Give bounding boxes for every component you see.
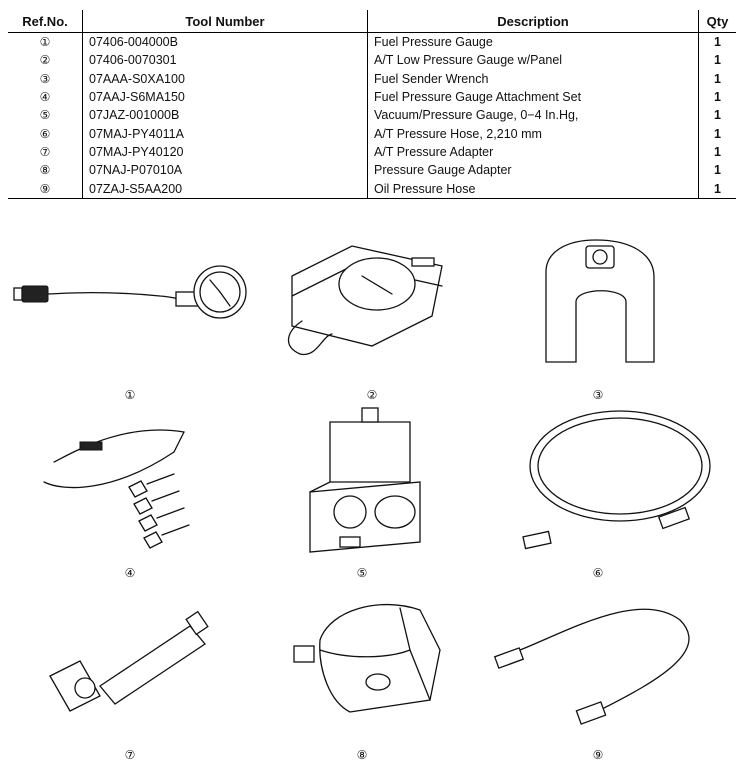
- qty-cell: 1: [698, 142, 736, 162]
- description-cell: Fuel Pressure Gauge: [367, 32, 699, 52]
- tool-number-cell: 07MAJ-PY4011A: [82, 124, 368, 143]
- header-description: Description: [367, 10, 699, 33]
- description-cell: A/T Low Pressure Gauge w/Panel: [367, 51, 699, 70]
- qty-cell: 1: [698, 87, 736, 107]
- qty-cell: 1: [698, 124, 736, 143]
- illustration-caption: ⑥: [592, 566, 604, 580]
- qty-cell: 1: [698, 161, 736, 180]
- tool-number-cell: 07AAJ-S6MA150: [82, 87, 368, 107]
- gauge-attachment-set-drawing: [43, 429, 190, 549]
- illustration-caption: ④: [124, 566, 136, 580]
- description-cell: Pressure Gauge Adapter: [367, 161, 699, 180]
- description-cell: Oil Pressure Hose: [367, 179, 699, 199]
- illustration-caption: ⑧: [356, 748, 368, 762]
- gauge-adapter-block-drawing: [293, 603, 441, 713]
- vacuum-gauge-case-drawing: [309, 407, 421, 553]
- pressure-hose-drawing: [522, 410, 711, 550]
- tool-number-cell: 07MAJ-PY40120: [82, 142, 368, 162]
- description-cell: Fuel Pressure Gauge Attachment Set: [367, 87, 699, 107]
- tool-number-cell: 07JAZ-001000B: [82, 106, 368, 125]
- qty-cell: 1: [698, 51, 736, 70]
- ref-cell: ④: [39, 90, 51, 105]
- tool-number-cell: 07AAA-S0XA100: [82, 69, 368, 88]
- header-tool-number: Tool Number: [82, 10, 368, 33]
- table-header-row: Ref.No. Tool Number Description Qty: [8, 10, 736, 33]
- ref-cell: ⑦: [39, 144, 51, 159]
- qty-cell: 1: [698, 106, 736, 125]
- description-cell: Vacuum/Pressure Gauge, 0−4 In.Hg,: [367, 106, 699, 125]
- fuel-sender-wrench-drawing: [545, 239, 655, 363]
- qty-cell: 1: [698, 32, 736, 52]
- ref-cell: ①: [39, 35, 51, 50]
- tool-number-cell: 07ZAJ-S5AA200: [82, 179, 368, 199]
- ref-cell: ⑨: [8, 179, 83, 199]
- oil-pressure-hose-drawing: [493, 608, 690, 725]
- illustration-caption: ②: [366, 388, 378, 402]
- tools-table: Ref.No. Tool Number Description Qty ① 074…: [8, 10, 736, 199]
- illustration-caption: ⑦: [124, 748, 136, 762]
- ref-cell: ⑥: [39, 126, 51, 141]
- illustration-caption: ⑤: [356, 566, 368, 580]
- low-pressure-gauge-panel-drawing: [287, 245, 443, 356]
- tool-number-cell: 07NAJ-P07010A: [82, 161, 368, 180]
- illustration-caption: ①: [124, 388, 136, 402]
- fuel-pressure-gauge-drawing: [13, 265, 247, 319]
- ref-cell: ③: [39, 71, 51, 86]
- tool-number-cell: 07406-0070301: [82, 51, 368, 70]
- ref-cell: ②: [39, 53, 51, 68]
- tool-number-cell: 07406-004000B: [82, 32, 368, 52]
- qty-cell: 1: [698, 179, 736, 199]
- description-cell: A/T Pressure Adapter: [367, 142, 699, 162]
- description-cell: Fuel Sender Wrench: [367, 69, 699, 88]
- illustration-caption: ⑨: [592, 748, 604, 762]
- qty-cell: 1: [698, 69, 736, 88]
- ref-cell: ⑤: [39, 108, 51, 123]
- ref-cell: ⑧: [39, 163, 51, 178]
- description-cell: A/T Pressure Hose, 2,210 mm: [367, 124, 699, 143]
- header-ref-no: Ref.No.: [8, 10, 83, 33]
- pressure-adapter-drawing: [49, 610, 209, 712]
- illustration-caption: ③: [592, 388, 604, 402]
- header-qty: Qty: [698, 10, 736, 33]
